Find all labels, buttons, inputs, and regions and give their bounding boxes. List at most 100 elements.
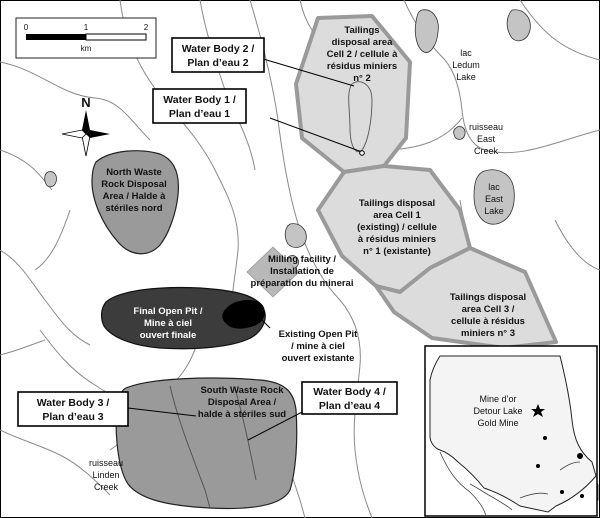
area-label-line: ouvert existante bbox=[282, 353, 355, 364]
existing-open-pit-area bbox=[222, 299, 265, 329]
scale-unit-label: km bbox=[81, 44, 92, 53]
water-label-line: Linden bbox=[92, 470, 119, 480]
area-label-line: disposal area bbox=[332, 37, 393, 48]
water-label-line: Lake bbox=[456, 72, 476, 82]
scale-tick-label: 1 bbox=[84, 23, 89, 32]
inset-mine-label-line: Gold Mine bbox=[477, 418, 518, 428]
label-east-creek: ruisseau East Creek bbox=[469, 122, 503, 156]
callout-line: Plan d’eau 2 bbox=[187, 57, 248, 69]
town-marker-icon bbox=[580, 494, 584, 498]
area-label-line: miniers n° 3 bbox=[461, 328, 515, 339]
callout-line: Plan d’eau 3 bbox=[42, 411, 103, 423]
water-body-2-outline bbox=[348, 81, 373, 153]
area-label-line: (existing) / cellule bbox=[357, 222, 437, 233]
area-label-line: Milling facility / bbox=[268, 254, 336, 265]
town-marker-icon bbox=[536, 464, 540, 468]
scale-tick-label: 2 bbox=[144, 23, 149, 32]
label-linden-creek: ruisseau Linden Creek bbox=[89, 458, 123, 492]
area-label-line: North Waste bbox=[106, 167, 162, 178]
water-label-line: lac bbox=[460, 48, 472, 58]
stream bbox=[169, 385, 211, 509]
scale-bar: 0 1 2 km bbox=[15, 17, 157, 59]
north-waste-rock-area bbox=[91, 150, 180, 255]
compass-needle-icon bbox=[82, 110, 90, 134]
lake-ledum bbox=[414, 9, 439, 53]
callout-line: Water Body 2 / bbox=[182, 43, 255, 55]
callout-water-body-2: Water Body 2 / Plan d’eau 2 bbox=[171, 37, 265, 73]
water-label-line: East bbox=[485, 194, 504, 204]
callout-line: Water Body 1 / bbox=[163, 94, 236, 106]
label-milling-facility: Milling facility / Installation de prépa… bbox=[251, 254, 354, 289]
area-label-line: area Cell 3 / bbox=[462, 304, 515, 315]
area-label-line: Rock Disposal bbox=[101, 179, 166, 190]
callout-line: Water Body 4 / bbox=[313, 386, 386, 398]
water-label-line: ruisseau bbox=[469, 122, 503, 132]
label-north-waste-rock: North Waste Rock Disposal Area / Halde à… bbox=[101, 167, 166, 214]
label-final-open-pit: Final Open Pit / Mine à ciel ouvert fina… bbox=[133, 306, 203, 341]
area-label-line: Tailings bbox=[344, 25, 379, 36]
stream bbox=[0, 61, 151, 141]
water-label-line: ruisseau bbox=[89, 458, 123, 468]
north-arrow-label: N bbox=[81, 95, 90, 110]
inset-mine-label-line: Mine d’or bbox=[479, 394, 516, 404]
area-label-line: Disposal Area / bbox=[208, 397, 277, 408]
water-label-line: Ledum bbox=[452, 60, 480, 70]
tailings-cells bbox=[294, 14, 558, 350]
area-label-line: n° 2 bbox=[353, 73, 371, 84]
area-label-line: ouvert finale bbox=[140, 330, 197, 341]
callout-line: Plan d’eau 1 bbox=[169, 108, 230, 120]
town-marker-icon bbox=[577, 453, 583, 459]
area-label-line: cellule à résidus bbox=[451, 316, 525, 327]
label-lac-ledum: lac Ledum Lake bbox=[452, 48, 480, 82]
water-label-line: Lake bbox=[484, 206, 504, 216]
area-label-line: Final Open Pit / bbox=[133, 306, 203, 317]
lake bbox=[506, 9, 531, 42]
area-label-line: n° 1 (existante) bbox=[363, 246, 431, 257]
callout-water-body-1: Water Body 1 / Plan d’eau 1 bbox=[152, 88, 247, 124]
north-arrow: N bbox=[61, 95, 110, 157]
waste-rock-areas bbox=[91, 150, 298, 510]
stream bbox=[0, 429, 111, 496]
milling-facility-area bbox=[246, 246, 300, 298]
tailings-cell-2-area bbox=[294, 14, 412, 174]
final-open-pit-area bbox=[100, 286, 266, 350]
stream bbox=[235, 391, 257, 481]
callout-water-body-3: Water Body 3 / Plan d’eau 3 bbox=[17, 391, 129, 427]
stream bbox=[249, 0, 301, 231]
stream bbox=[554, 219, 600, 271]
label-tailings-cell-1: Tailings disposal area Cell 1 (existing)… bbox=[357, 198, 437, 257]
callout-line: Water Body 3 / bbox=[37, 397, 110, 409]
existing-pit-leader bbox=[259, 317, 271, 329]
area-label-line: / mine à ciel bbox=[291, 341, 345, 352]
area-label-line: Tailings disposal bbox=[359, 198, 435, 209]
stream bbox=[519, 0, 600, 61]
lake-east bbox=[473, 169, 515, 225]
inset-mine-label-line: Detour Lake bbox=[473, 406, 522, 416]
callout-leaders bbox=[127, 57, 363, 441]
water-label-line: East bbox=[477, 134, 496, 144]
area-label-line: à résidus miniers bbox=[358, 234, 436, 245]
province-outline bbox=[429, 355, 597, 513]
callout-line: Plan d’eau 4 bbox=[319, 400, 380, 412]
area-label-line: Existing Open Pit bbox=[279, 329, 358, 340]
stream bbox=[299, 229, 373, 518]
area-label-line: stériles nord bbox=[105, 203, 162, 214]
label-tailings-cell-2: Tailings disposal area Cell 2 / cellule … bbox=[327, 25, 398, 84]
area-label-line: Tailings disposal bbox=[450, 292, 526, 303]
water-label-line: Creek bbox=[94, 482, 119, 492]
label-tailings-cell-3: Tailings disposal area Cell 3 / cellule … bbox=[450, 292, 526, 339]
water-body-1-marker bbox=[359, 150, 365, 156]
lake bbox=[44, 171, 57, 188]
label-south-waste-rock: South Waste Rock Disposal Area / halde à… bbox=[198, 385, 286, 420]
area-label-line: South Waste Rock bbox=[200, 385, 284, 396]
mine-location-star-icon bbox=[531, 404, 545, 417]
area-label-line: Cell 2 / cellule à bbox=[327, 49, 398, 60]
scale-tick-label: 0 bbox=[24, 23, 29, 32]
area-label-line: préparation du minerai bbox=[251, 278, 354, 289]
town-marker-icon bbox=[543, 436, 547, 440]
water-label-line: lac bbox=[488, 182, 500, 192]
label-east-lake: lac East Lake bbox=[484, 182, 504, 216]
lake bbox=[284, 223, 307, 248]
